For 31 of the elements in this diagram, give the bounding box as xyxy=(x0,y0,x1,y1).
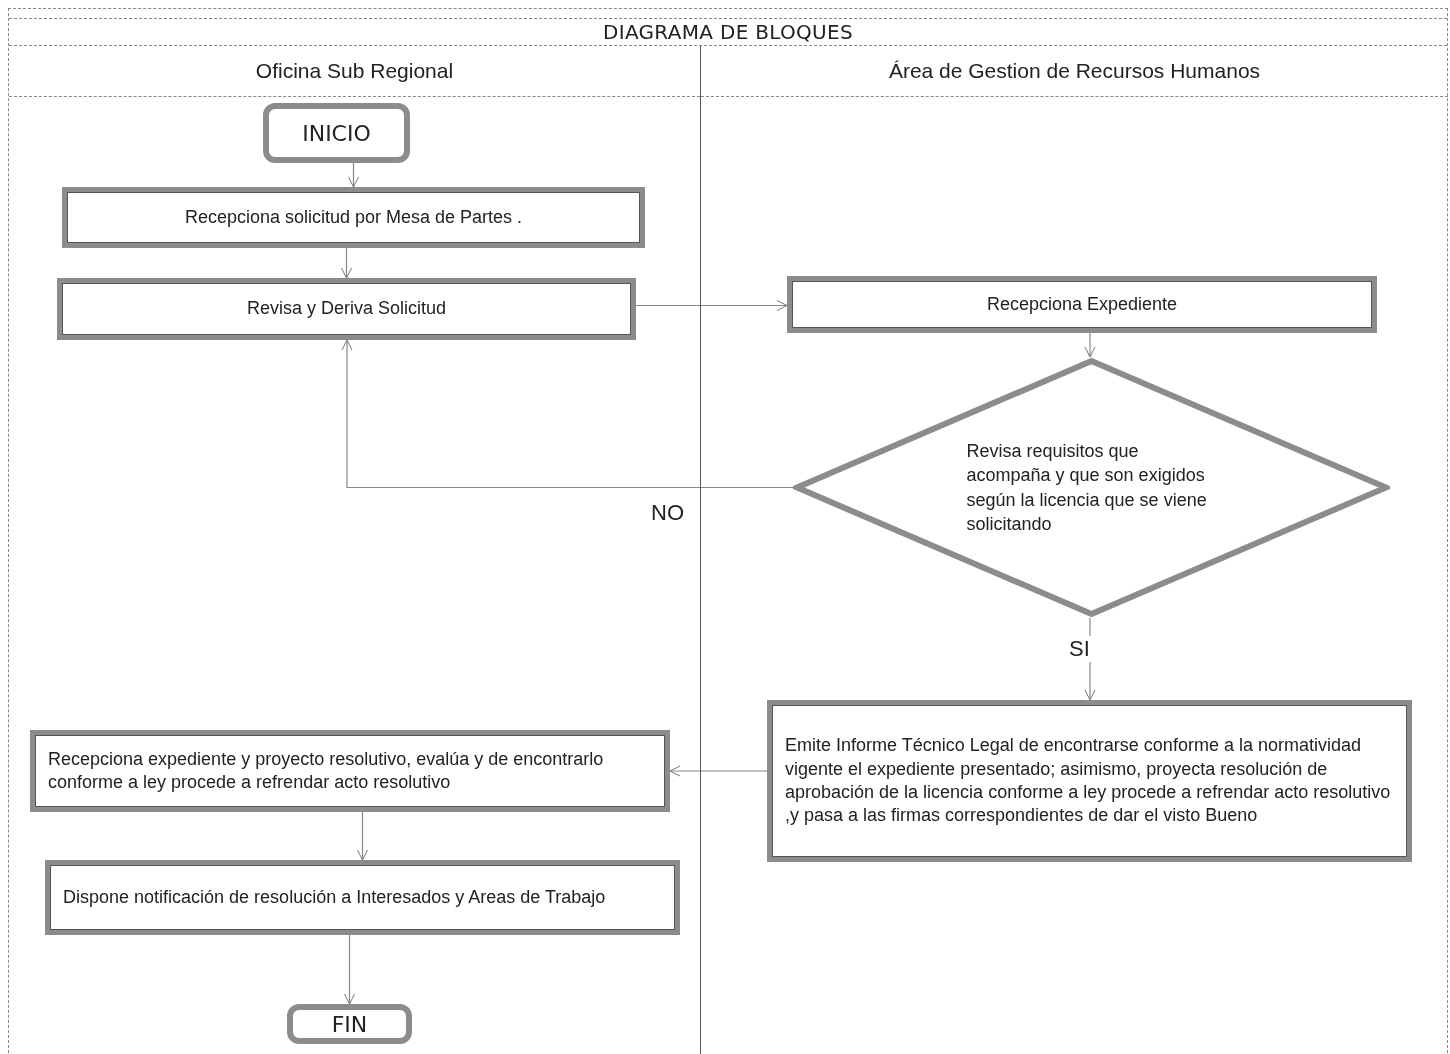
process-box xyxy=(767,700,1412,862)
arrow xyxy=(1084,332,1096,358)
step-text: Recepciona expediente y proyecto resolutivo, evalúa y de encontrarlo conforme a ley procede a refrendar acto resolutivo xyxy=(48,747,605,794)
terminal-box xyxy=(287,1004,412,1044)
terminal-label: FIN xyxy=(331,1011,368,1037)
decision-diamond xyxy=(793,357,1390,618)
process-box xyxy=(45,860,680,935)
lane-heading: Oficina Sub Regional xyxy=(255,59,454,83)
terminal-label: INICIO xyxy=(302,120,371,146)
arrow xyxy=(635,300,788,311)
lane-heading: Área de Gestion de Recursos Humanos xyxy=(888,59,1261,83)
process-box xyxy=(787,276,1377,333)
edge-label: SI xyxy=(1068,636,1091,662)
swimlane xyxy=(9,46,701,1054)
arrow xyxy=(357,811,368,861)
arrow xyxy=(669,765,768,777)
arrow xyxy=(341,339,794,489)
terminal-box xyxy=(263,103,410,163)
process-box xyxy=(57,278,636,340)
arrow xyxy=(348,162,359,188)
process-box xyxy=(62,187,645,248)
step-text: Recepciona solicitud por Mesa de Partes . xyxy=(184,205,523,229)
decision-text: Revisa requisitos que acompaña y que son exigidos según la licencia que se viene solicitando xyxy=(966,439,1208,536)
arrow xyxy=(341,247,352,279)
process-box xyxy=(30,730,670,812)
step-text: Revisa y Deriva Solicitud xyxy=(246,297,447,321)
step-text: Dispone notificación de resolución a Interesados y Areas de Trabajo xyxy=(63,885,606,909)
step-text: Recepciona Expediente xyxy=(986,292,1178,316)
step-text: Emite Informe Técnico Legal de encontrarse conforme a la normatividad vigente el expediente presentado; asimismo, proyecta resolución de aprobación de la licencia conforme a ley procede a refrendar acto resolutivo ,y pasa a las firmas correspondientes de dar el visto Bueno xyxy=(785,734,1392,828)
arrow xyxy=(344,934,355,1005)
diagram-title: DIAGRAMA DE BLOQUES xyxy=(603,20,853,44)
